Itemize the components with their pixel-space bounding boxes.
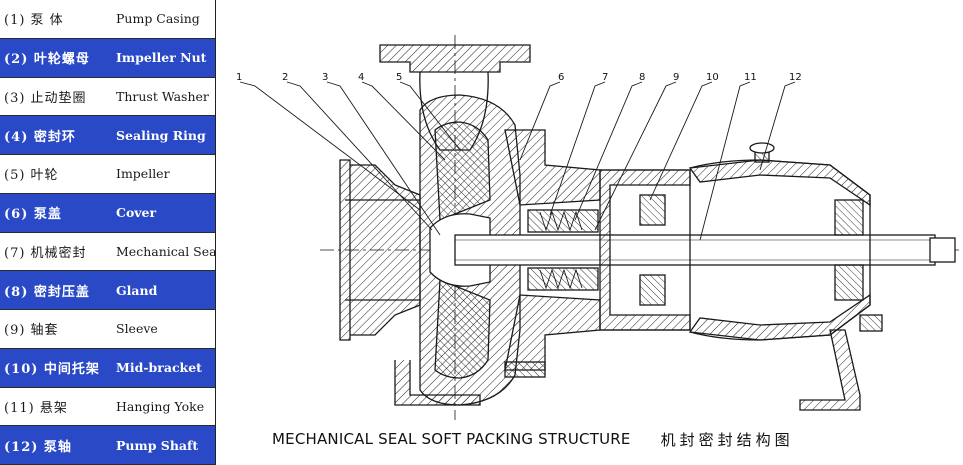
legend-en-11: Hanging Yoke <box>116 398 205 414</box>
legend-zh-9: (9) 轴套 <box>4 323 59 339</box>
callout-10: 10 <box>706 72 719 83</box>
legend-en-1: Pump Casing <box>116 11 200 27</box>
legend-row-12: (12) 泵轴 Pump Shaft <box>0 426 215 465</box>
legend-zh-10: (10) 中间托架 <box>4 362 100 378</box>
legend-row-10: (10) 中间托架 Mid-bracket <box>0 348 215 388</box>
legend-zh-7: (7) 机械密封 <box>4 245 87 261</box>
parts-legend: (1) 泵 体 Pump Casing (2) 叶轮螺母 Impeller Nu… <box>0 0 216 465</box>
legend-row-4: (4) 密封环 Sealing Ring <box>0 116 215 155</box>
legend-row-6: (6) 泵盖 Cover <box>0 193 215 233</box>
legend-row-3: (3) 止动垫圈 Thrust Washer <box>0 77 215 117</box>
legend-row-5: (5) 叶轮 Impeller <box>0 155 215 194</box>
callout-4: 4 <box>358 72 364 83</box>
callout-1: 1 <box>236 72 242 83</box>
legend-row-2: (2) 叶轮螺母 Impeller Nut <box>0 38 215 78</box>
legend-row-11: (11) 悬架 Hanging Yoke <box>0 387 215 427</box>
legend-row-7: (7) 机械密封 Mechanical Sea <box>0 232 215 272</box>
legend-en-6: Cover <box>116 205 157 221</box>
drawing-linework <box>320 35 960 420</box>
legend-zh-2: (2) 叶轮螺母 <box>4 52 90 68</box>
legend-row-9: (9) 轴套 Sleeve <box>0 310 215 349</box>
legend-zh-1: (1) 泵 体 <box>4 13 64 29</box>
callout-7: 7 <box>602 72 608 83</box>
legend-zh-6: (6) 泵盖 <box>4 207 62 223</box>
callout-numbers: 1 2 3 4 5 6 7 8 9 10 11 12 <box>236 72 802 83</box>
legend-en-12: Pump Shaft <box>116 437 199 453</box>
legend-en-3: Thrust Washer <box>116 88 209 104</box>
legend-en-8: Gland <box>116 282 158 298</box>
caption-chinese: 机封密封结构图 <box>660 430 794 449</box>
callout-leaders <box>239 81 796 241</box>
legend-zh-3: (3) 止动垫圈 <box>4 90 87 106</box>
callout-5: 5 <box>396 72 402 83</box>
callout-12: 12 <box>789 72 802 83</box>
legend-en-10: Mid-bracket <box>116 360 202 376</box>
callout-9: 9 <box>673 72 679 83</box>
legend-zh-5: (5) 叶轮 <box>4 168 59 184</box>
callout-11: 11 <box>744 72 757 83</box>
legend-zh-11: (11) 悬架 <box>4 400 68 416</box>
callout-6: 6 <box>558 72 564 83</box>
diagram-caption: MECHANICAL SEAL SOFT PACKING STRUCTURE 机… <box>272 426 962 452</box>
callout-2: 2 <box>282 72 288 83</box>
callout-3: 3 <box>322 72 328 83</box>
legend-en-5: Impeller <box>116 166 170 182</box>
legend-zh-12: (12) 泵轴 <box>4 439 72 455</box>
legend-row-1: (1) 泵 体 Pump Casing <box>0 0 215 39</box>
legend-en-2: Impeller Nut <box>116 50 207 66</box>
pump-cross-section-drawing: 1 2 3 4 5 6 7 8 9 10 11 12 <box>236 35 960 420</box>
legend-zh-8: (8) 密封压盖 <box>4 284 90 300</box>
legend-zh-4: (4) 密封环 <box>4 129 76 145</box>
legend-row-8: (8) 密封压盖 Gland <box>0 271 215 310</box>
legend-en-9: Sleeve <box>116 321 158 337</box>
callout-8: 8 <box>639 72 645 83</box>
caption-english: MECHANICAL SEAL SOFT PACKING STRUCTURE <box>272 430 631 448</box>
legend-en-4: Sealing Ring <box>116 127 206 143</box>
legend-en-7: Mechanical Sea <box>116 243 215 259</box>
